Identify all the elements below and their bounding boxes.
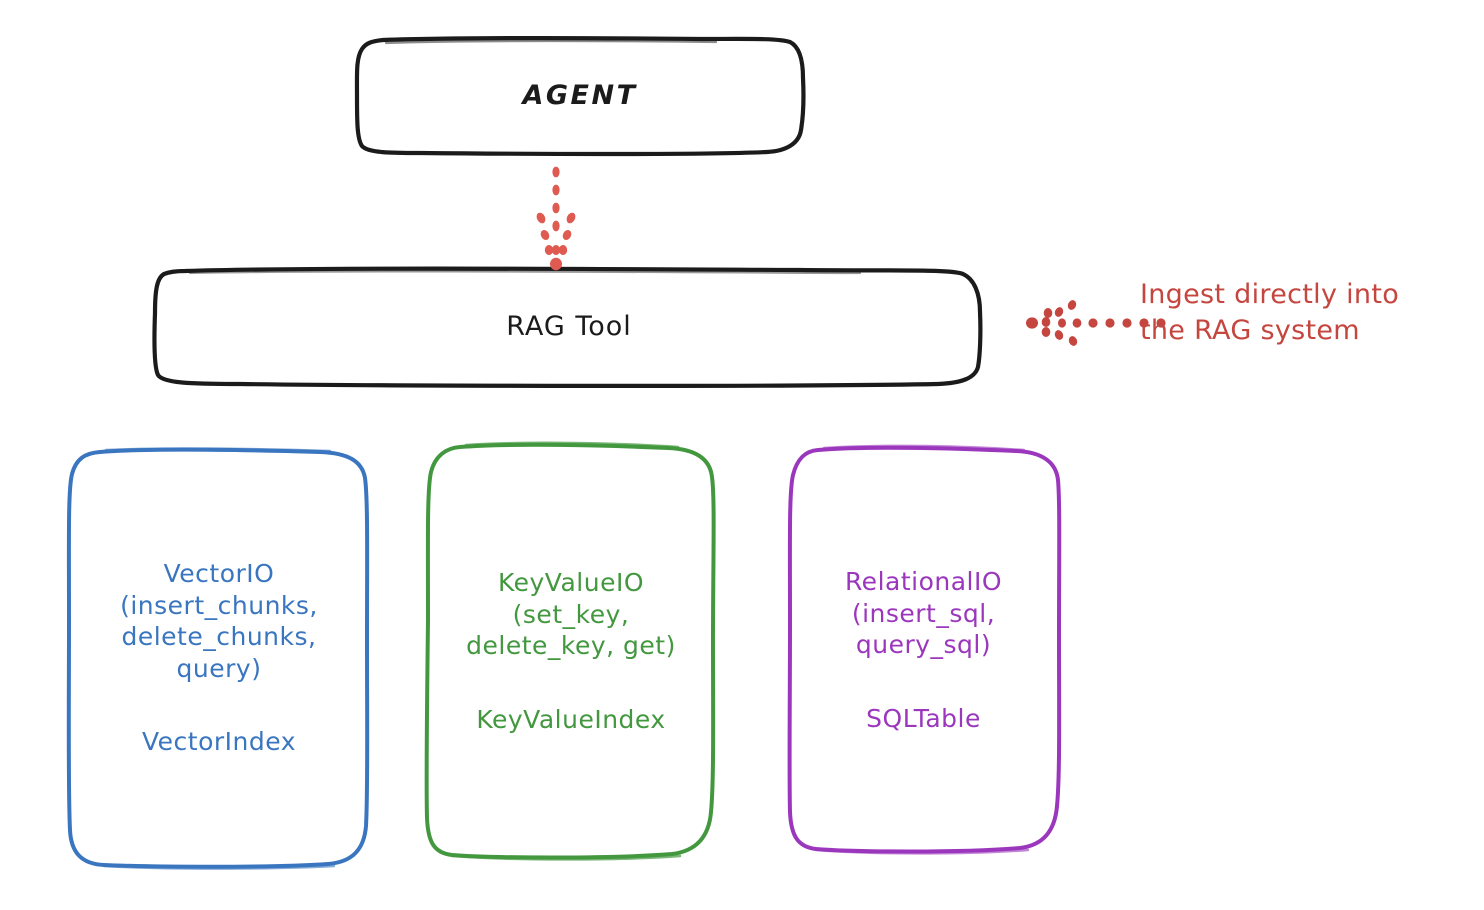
vector-io-api-label: VectorIO (insert_chunks, delete_chunks, … xyxy=(120,559,318,683)
relational-io-api-label: RelationalIO (insert_sql, query_sql) xyxy=(844,567,1003,659)
vector-index-label: VectorIndex xyxy=(142,727,296,757)
agent-to-rag-dotted-arrow xyxy=(536,166,576,271)
keyvalue-io-api-label: KeyValueIO (set_key, delete_key, get) xyxy=(466,568,676,660)
node-keyvalue-io[interactable]: KeyValueIO (set_key, delete_key, get) Ke… xyxy=(430,446,712,856)
node-vector-io[interactable]: VectorIO (insert_chunks, delete_chunks, … xyxy=(70,450,368,866)
node-rag-tool[interactable]: RAG Tool xyxy=(156,271,982,382)
node-rag-tool-label: RAG Tool xyxy=(506,311,632,342)
annotation-ingest-directly: Ingest directly into the RAG system xyxy=(1140,279,1400,346)
node-agent[interactable]: AGENT xyxy=(358,38,802,153)
keyvalue-index-label: KeyValueIndex xyxy=(476,704,666,734)
node-relational-io[interactable]: RelationalIO (insert_sql, query_sql) SQL… xyxy=(789,449,1058,851)
node-agent-label: AGENT xyxy=(522,80,638,111)
sql-table-label: SQLTable xyxy=(866,703,981,733)
